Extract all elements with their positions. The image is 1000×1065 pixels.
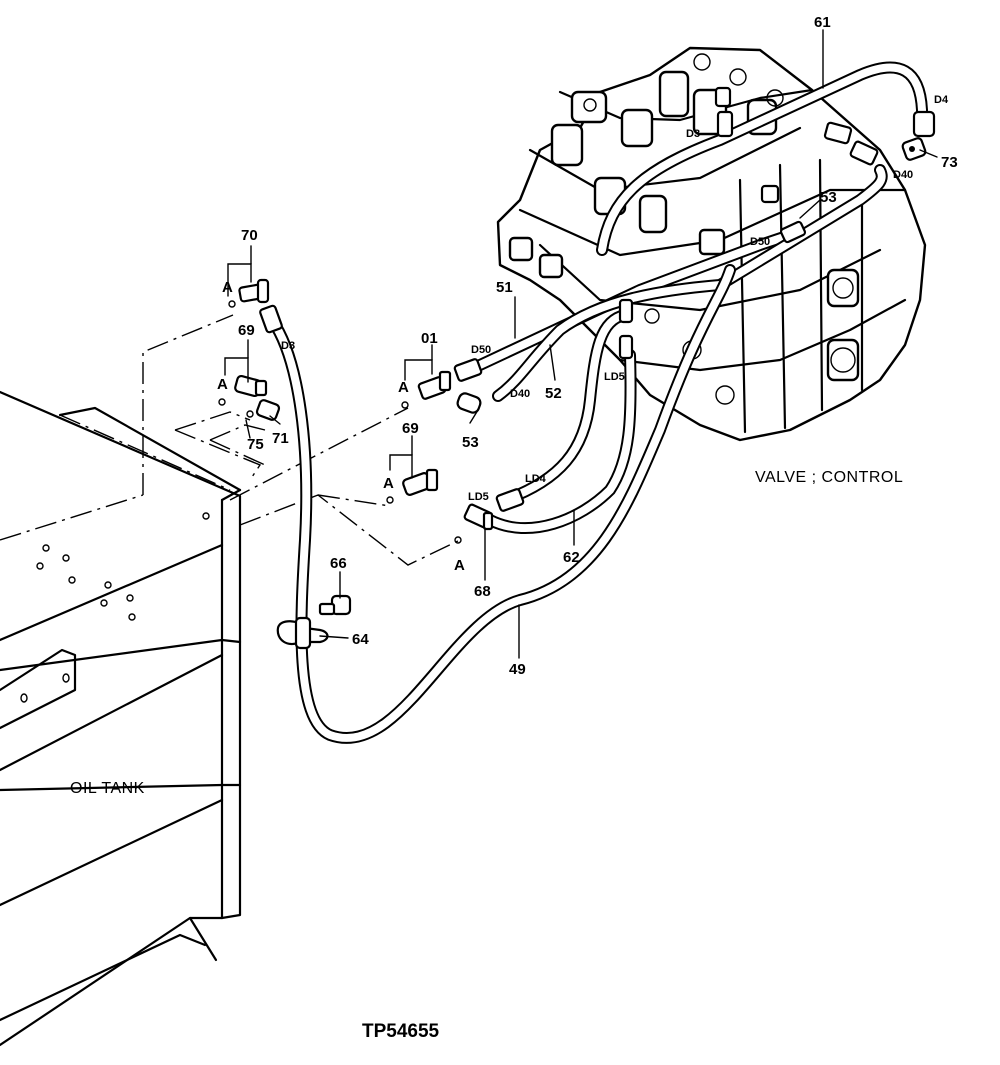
- clamp-64: [276, 616, 329, 650]
- callout-51: 51: [496, 279, 513, 296]
- mark-a-5: A: [454, 557, 465, 574]
- code-d40-right: D40: [893, 169, 913, 181]
- callout-70: 70: [241, 227, 258, 244]
- callout-64: 64: [352, 631, 369, 648]
- oil-tank: [0, 390, 242, 1047]
- fitting-53-elbow: [456, 392, 482, 414]
- callout-75: 75: [247, 436, 264, 453]
- fitting-69-upper: [234, 374, 268, 398]
- callout-01: 01: [421, 330, 438, 347]
- fitting-70-elbow: [238, 278, 283, 334]
- code-d40-mid: D40: [510, 388, 530, 400]
- fitting-ld5-68: [463, 503, 494, 531]
- callout-53-lower: 53: [462, 434, 479, 451]
- fitting-d4: [912, 110, 936, 138]
- fitting-01: [417, 370, 452, 400]
- code-ld4: LD4: [525, 473, 547, 485]
- hose-end-codes: D3 D3 D4 D40 D40 D50 D50 LD4 LD5 LD5: [281, 94, 949, 503]
- mark-a-4: A: [383, 475, 394, 492]
- callout-69-lower: 69: [402, 420, 419, 437]
- callout-62: 62: [563, 549, 580, 566]
- callout-71: 71: [272, 430, 289, 447]
- plug-73: [901, 137, 927, 161]
- fitting-d50-left: [453, 358, 483, 382]
- fitting-ld4: [495, 488, 525, 512]
- mark-a-3: A: [398, 379, 409, 396]
- code-d50-right: D50: [750, 236, 770, 248]
- plug-71: [255, 399, 281, 421]
- callout-49: 49: [509, 661, 526, 678]
- fittings: [234, 86, 936, 650]
- connection-marks: A A A A A: [217, 279, 465, 574]
- reference-lines: [0, 314, 461, 566]
- code-d3-left: D3: [281, 340, 295, 352]
- code-d50-left: D50: [471, 344, 491, 356]
- fitting-mid-valve: [618, 298, 634, 360]
- fitting-d50-right: [760, 184, 807, 244]
- callout-73: 73: [941, 154, 958, 171]
- hoses: [266, 61, 928, 744]
- code-ld5-low: LD5: [468, 491, 489, 503]
- caption-valve-control: VALVE ; CONTROL: [755, 469, 903, 486]
- code-d3-top: D3: [686, 128, 700, 140]
- bolt-66: [318, 594, 352, 616]
- callout-66: 66: [330, 555, 347, 572]
- mark-a-2: A: [217, 376, 228, 393]
- control-valve-body: [496, 46, 927, 442]
- callout-leaders: [218, 29, 938, 659]
- callout-61: 61: [814, 14, 831, 31]
- mark-a-1: A: [222, 279, 233, 296]
- callout-69-upper: 69: [238, 322, 255, 339]
- callout-numbers: 70 69 71 75 01 69 53 51 52 61 73 53 62 6…: [238, 14, 958, 678]
- callout-68: 68: [474, 583, 491, 600]
- caption-oil-tank: OIL TANK: [70, 780, 145, 797]
- fitting-69-lower: [402, 468, 439, 496]
- code-d4: D4: [934, 94, 949, 106]
- figure-id: TP54655: [362, 1021, 440, 1042]
- callout-52: 52: [545, 385, 562, 402]
- fitting-top-right: [823, 121, 879, 166]
- tank-bolt-holes: [36, 512, 210, 621]
- fitting-d3-top: [714, 86, 734, 138]
- callout-53-upper: 53: [820, 189, 837, 206]
- code-ld5-mid: LD5: [604, 371, 625, 383]
